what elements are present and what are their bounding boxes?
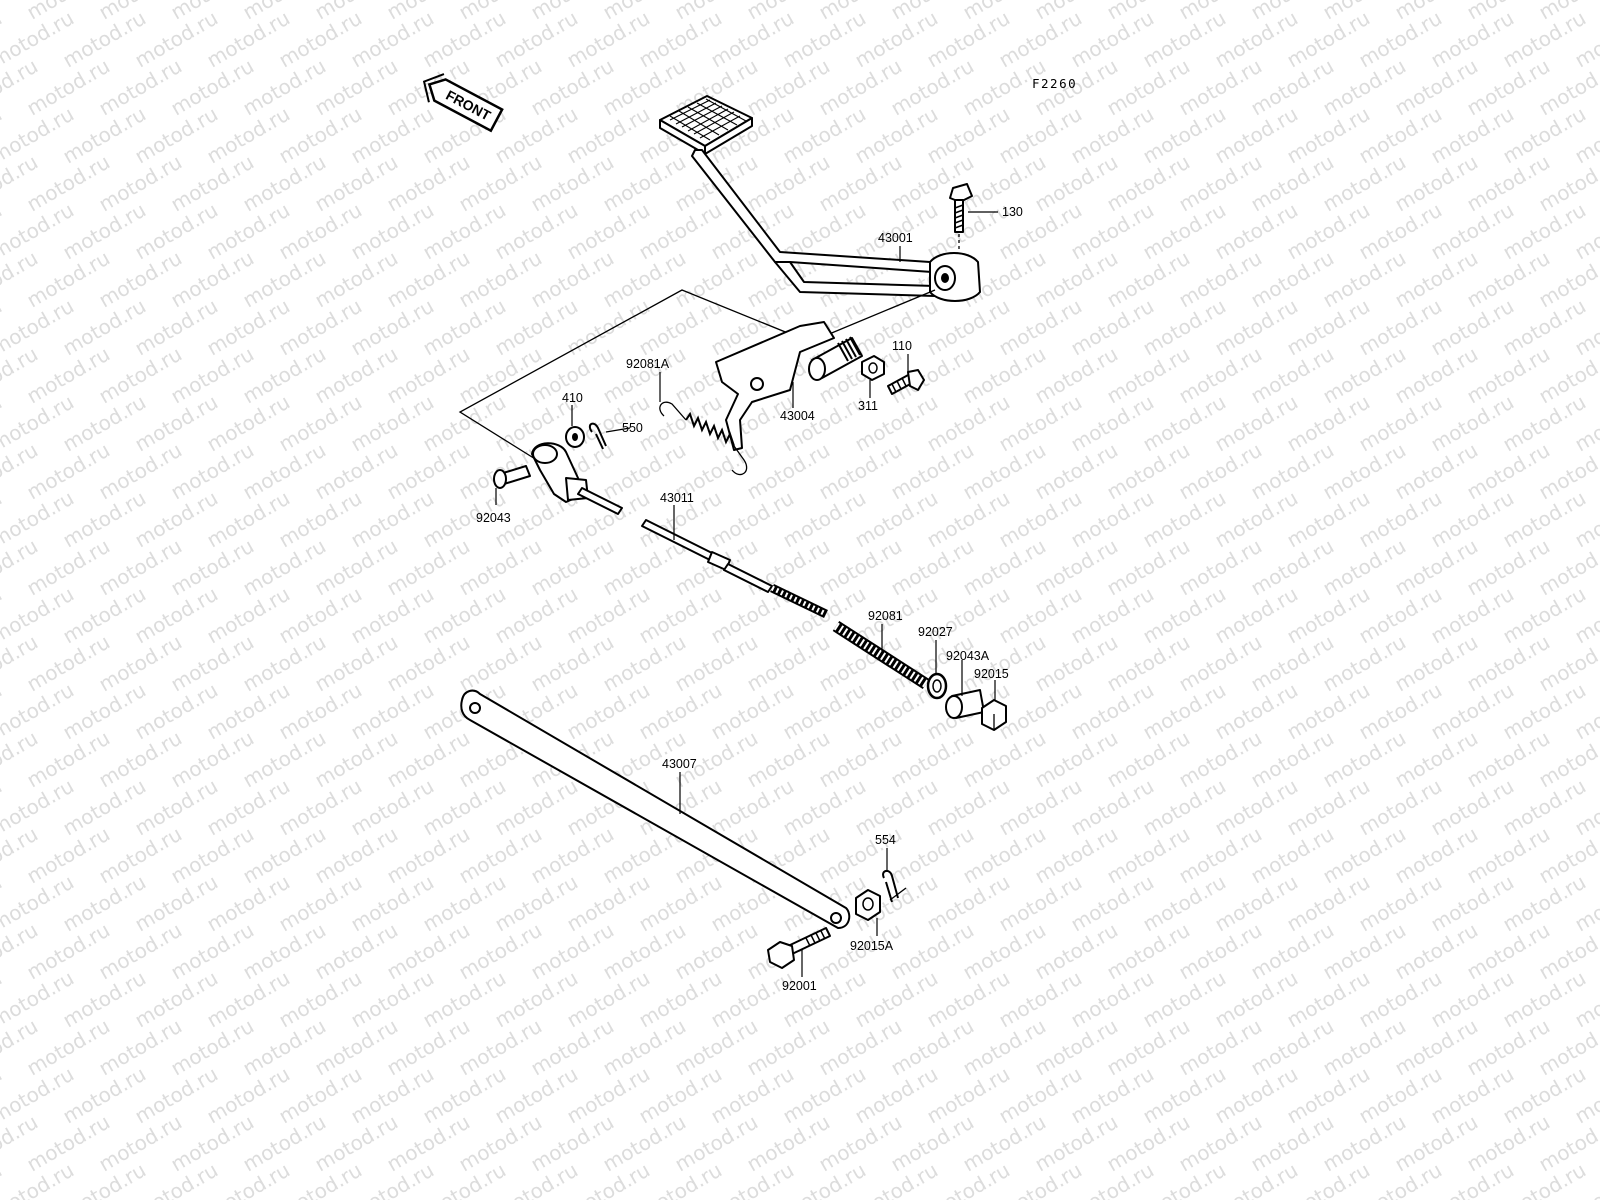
- label-92043: 92043: [476, 511, 511, 525]
- spring-92081a: [659, 401, 748, 476]
- figure-ref: F2260: [1032, 76, 1077, 91]
- label-92027: 92027: [918, 625, 953, 639]
- label-43011: 43011: [660, 491, 694, 505]
- brake-pedal: [659, 95, 981, 302]
- label-92081a: 92081A: [626, 357, 670, 371]
- label-92015a: 92015A: [850, 939, 894, 953]
- label-410: 410: [562, 391, 583, 405]
- label-130: 130: [1002, 205, 1023, 219]
- brake-rod-43011: [577, 487, 828, 619]
- collar-92027: [926, 672, 948, 700]
- label-110: 110: [892, 339, 912, 353]
- spring-92081: [832, 620, 930, 690]
- label-43004: 43004: [780, 409, 815, 423]
- nut-92015: [981, 699, 1007, 731]
- bolt-130: [949, 183, 973, 250]
- label-554: 554: [875, 833, 896, 847]
- watermark-text: motod.ru: [0, 1158, 6, 1200]
- brake-rod-43007: [460, 689, 851, 929]
- label-92081: 92081: [868, 609, 903, 623]
- brake-lever: [715, 321, 863, 451]
- bolt-110: [887, 369, 925, 395]
- label-550: 550: [622, 421, 643, 435]
- label-43007: 43007: [662, 757, 697, 771]
- nut-311: [861, 355, 885, 381]
- pin-92043a: [945, 689, 985, 719]
- label-92043a: 92043A: [946, 649, 990, 663]
- clevis-pin-92043: [493, 465, 531, 489]
- washer-410: [565, 426, 585, 448]
- bolt-92001: [767, 927, 831, 969]
- leader-lines: [495, 211, 998, 977]
- label-92001: 92001: [782, 979, 817, 993]
- nut-92015a: [855, 889, 881, 921]
- label-311: 311: [858, 399, 878, 413]
- cotter-pin-550: [588, 422, 607, 450]
- label-43001: 43001: [878, 231, 913, 245]
- part-labels: 130 43001 110 92081A 43004 311 410 550 9…: [476, 205, 1023, 993]
- label-92015: 92015: [974, 667, 1009, 681]
